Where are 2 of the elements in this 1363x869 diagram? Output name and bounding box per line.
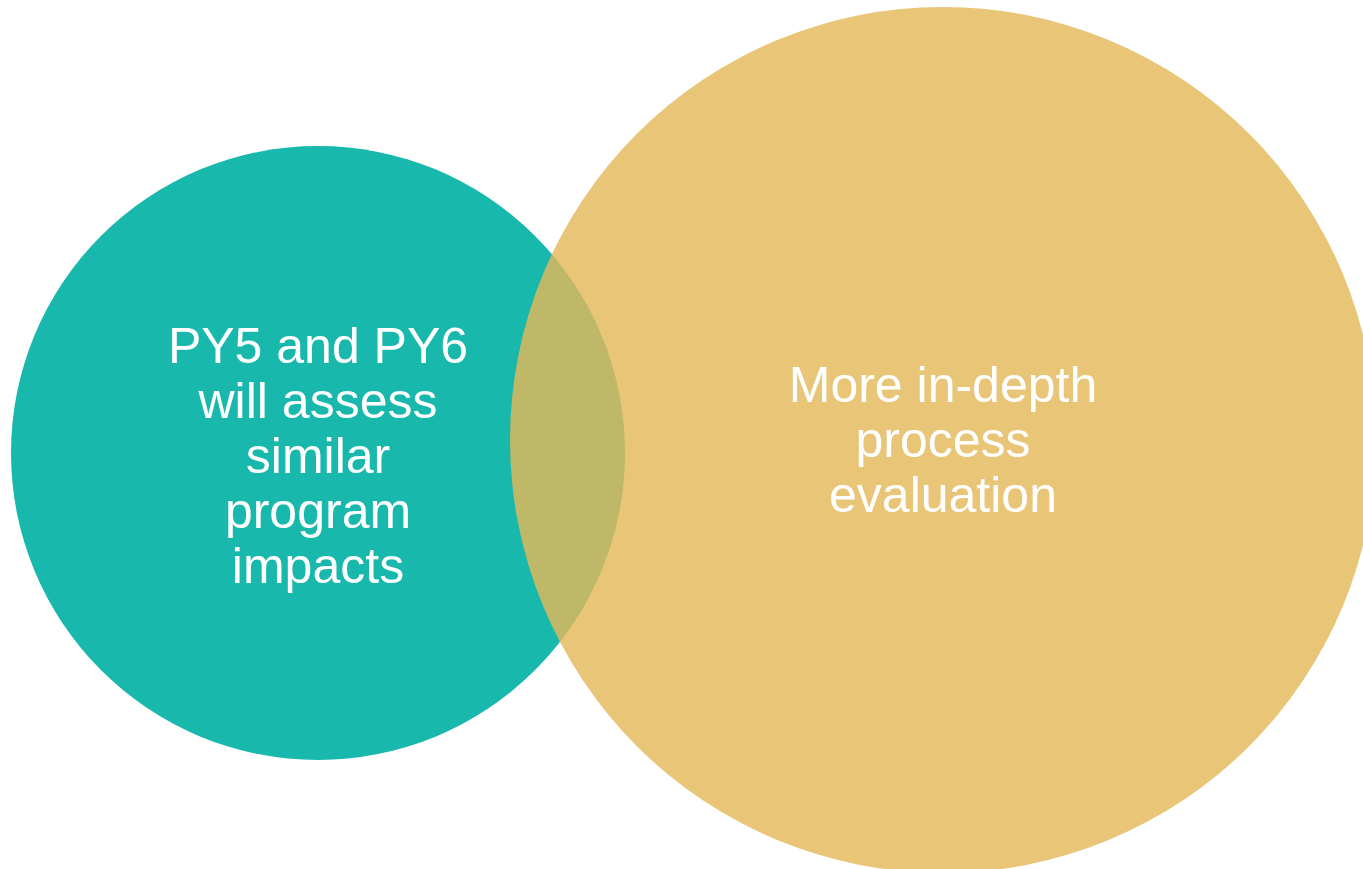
circle-text: PY5 and PY6 will assess similar program impacts bbox=[166, 318, 470, 594]
circle-text: More in-depth process evaluation bbox=[787, 357, 1099, 523]
